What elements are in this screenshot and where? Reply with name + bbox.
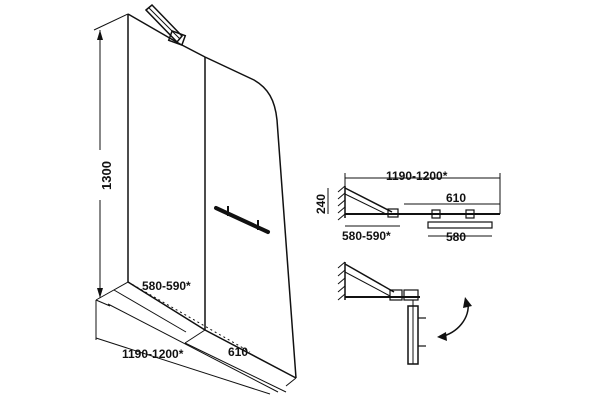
wall-hatch-icon <box>337 185 346 221</box>
fixed-panel <box>127 13 206 331</box>
plan-panel-label: 610 <box>446 191 466 205</box>
panel-dimension <box>184 342 287 393</box>
swing-view <box>337 261 472 365</box>
plan-width-label: 1190-1200* <box>386 169 448 183</box>
height-dimension <box>93 13 129 298</box>
wall-bracket <box>144 3 187 47</box>
depth-label: 580-590* <box>142 279 191 293</box>
plan-view: 1190-1200* 240 610 580-590* 580 <box>314 169 501 244</box>
plan-offset-label: 240 <box>314 194 328 214</box>
width-dimension <box>95 300 271 395</box>
rotation-arrowtail <box>437 332 447 341</box>
hinged-panel <box>204 56 297 379</box>
towel-bar <box>214 206 270 234</box>
height-label: 1300 <box>99 161 114 190</box>
depth-dimension <box>113 289 187 333</box>
width-label: 1190-1200* <box>122 347 184 361</box>
main-view: 1300 580-590* 1190-1200* 610 <box>93 3 297 395</box>
rotation-arrowhead <box>463 297 472 308</box>
panel-label: 610 <box>228 345 248 359</box>
plan-base-label: 580 <box>446 230 466 244</box>
wall-hatch-icon <box>337 261 346 301</box>
bath-edge <box>95 281 297 393</box>
plan-depth-label: 580-590* <box>342 229 391 243</box>
